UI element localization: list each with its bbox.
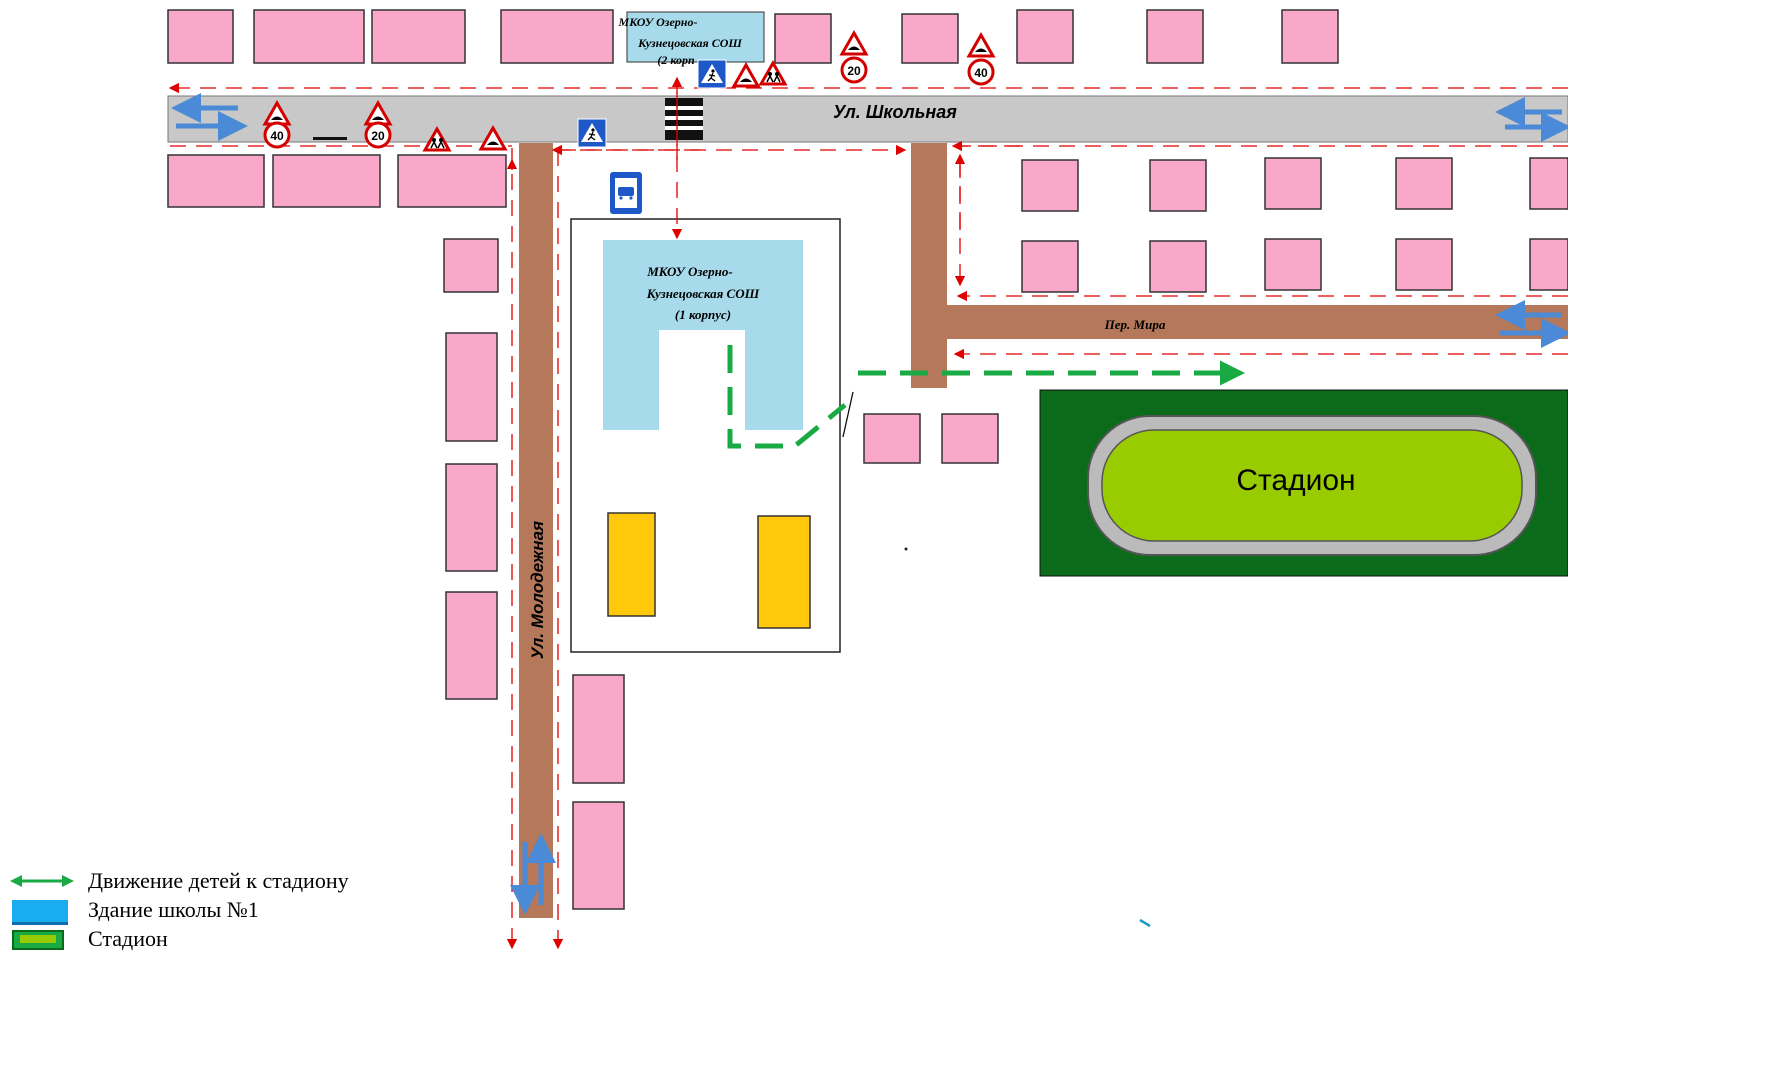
house <box>1149 159 1207 212</box>
house <box>167 9 234 64</box>
map-legend: Движение детей к стадиону Здание школы №… <box>10 866 349 953</box>
route-separator <box>842 391 854 438</box>
school-1-label-line1: МКОУ Озерно- <box>646 264 732 279</box>
speed-limit-value: 20 <box>371 129 385 143</box>
blue-rect-icon <box>10 899 74 925</box>
house <box>1021 159 1079 212</box>
house <box>572 801 625 910</box>
house <box>1264 238 1322 291</box>
school-2-label-line2: Кузнецовская СОШ <box>637 36 742 50</box>
legend-label: Движение детей к стадиону <box>88 867 349 893</box>
legend-label: Стадион <box>88 925 168 951</box>
speed-limit-value: 20 <box>847 64 861 78</box>
house <box>941 413 999 464</box>
house <box>1021 240 1079 293</box>
garage <box>757 515 811 629</box>
house <box>572 674 625 784</box>
children-warning-sign <box>423 127 451 152</box>
house <box>445 591 498 700</box>
house <box>1149 240 1207 293</box>
stadium-label: Стадион <box>1236 464 1355 497</box>
house <box>1529 157 1568 210</box>
children-route <box>727 345 1245 449</box>
house <box>774 13 832 64</box>
house <box>371 9 466 64</box>
legend-item-route: Движение детей к стадиону <box>10 866 349 895</box>
speed-limit-value: 40 <box>974 66 988 80</box>
house <box>167 154 265 208</box>
house <box>1395 157 1453 210</box>
speed-limit-sign: 20 <box>840 56 868 84</box>
stadium-field <box>1101 429 1523 542</box>
speed-bump-warning-sign <box>840 31 868 56</box>
green-double-arrow-icon <box>10 871 74 891</box>
speed-bump-warning-sign <box>967 33 995 58</box>
house <box>445 463 498 572</box>
shkolnaya-label: Ул. Школьная <box>833 102 957 122</box>
house <box>1146 9 1204 64</box>
legend-item-stadium: Стадион <box>10 924 349 953</box>
house <box>1395 238 1453 291</box>
speed-limit-sign: 40 <box>967 58 995 86</box>
mira-road <box>947 305 1568 339</box>
house <box>443 238 499 293</box>
map-speck <box>1139 918 1151 928</box>
speed-limit-sign: 40 <box>263 121 291 149</box>
garage <box>607 512 656 617</box>
mira-connector-road <box>911 143 947 388</box>
house <box>500 9 614 64</box>
direction-arrows <box>171 93 1568 915</box>
molodezhnaya-road <box>519 143 553 918</box>
map-speck <box>904 547 908 551</box>
speed-limit-sign: 20 <box>364 121 392 149</box>
school-2-label-line3: (2 корп <box>657 53 695 67</box>
house <box>1264 157 1322 210</box>
house <box>1529 238 1568 291</box>
mira-label: Пер. Мира <box>1104 317 1166 332</box>
house <box>445 332 498 442</box>
house <box>863 413 921 464</box>
speed-bump-warning-sign <box>732 63 760 88</box>
school-route-map: МКОУ Озерно- Кузнецовская СОШ (1 корпус)… <box>167 9 1568 950</box>
school-2-label-line1: МКОУ Озерно- <box>618 15 698 29</box>
house <box>253 9 365 64</box>
house <box>272 154 381 208</box>
pedestrian-crossing-sign <box>697 59 727 89</box>
speed-bump-warning-sign <box>479 126 507 151</box>
zebra-crossing <box>665 98 703 140</box>
molodezhnaya-label: Ул. Молодежная <box>528 521 547 659</box>
legend-label: Здание школы №1 <box>88 896 259 922</box>
green-rect-icon <box>10 929 74 950</box>
school-1-label-line2: Кузнецовская СОШ <box>646 286 760 301</box>
bus-stop-sign <box>610 172 642 214</box>
house <box>1281 9 1339 64</box>
school-1-label-line3: (1 корпус) <box>675 307 731 322</box>
shkolnaya-road <box>167 95 1568 143</box>
road-marking <box>313 137 347 140</box>
speed-bump-warning-sign <box>364 101 392 126</box>
school-building-2 <box>626 11 765 63</box>
house <box>397 154 507 208</box>
speed-bump-warning-sign <box>263 101 291 126</box>
house <box>1016 9 1074 64</box>
traffic-flow-lines <box>168 76 1568 950</box>
children-warning-sign <box>759 61 787 86</box>
speed-limit-value: 40 <box>270 129 284 143</box>
house <box>901 13 959 64</box>
school-building-1 <box>603 240 803 430</box>
legend-item-school: Здание школы №1 <box>10 895 349 925</box>
houses <box>167 9 1568 910</box>
pedestrian-crossing-sign <box>577 118 607 148</box>
